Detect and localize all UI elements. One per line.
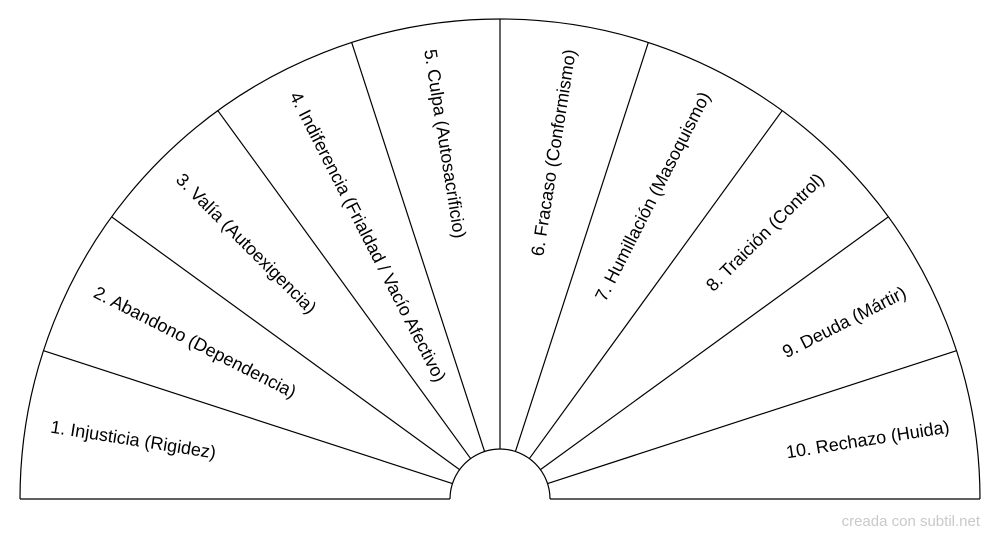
- sector-divider: [514, 42, 649, 452]
- center-hub-arc: [449, 448, 551, 500]
- sector-group: [19, 18, 981, 500]
- sector-label: 3. Valía (Autoexigencia): [172, 169, 320, 317]
- sector-divider: [528, 110, 783, 459]
- credit-watermark: creada con subtil.net: [841, 513, 980, 530]
- sector-label: 5. Culpa (Autosacrificio): [420, 48, 470, 240]
- sector-label: 7. Humillación (Masoquismo): [591, 88, 714, 304]
- sector-label: 10. Rechazo (Huida): [785, 417, 951, 463]
- sector-label: 9. Deuda (Mártir): [779, 282, 909, 362]
- sector-divider: [217, 110, 472, 459]
- sector-label: 1. Injusticia (Rigidez): [49, 417, 217, 463]
- sector-divider: [547, 350, 957, 485]
- sector-divider: [43, 350, 453, 485]
- sector-divider: [540, 216, 889, 471]
- sector-label: 4. Indiferencia (Frialdad / Vacío Afecti…: [286, 88, 450, 385]
- sector-divider: [111, 216, 460, 471]
- sector-divider: [351, 42, 486, 452]
- sector-label: 8. Traición (Control): [702, 169, 828, 295]
- sector-label: 2. Abandono (Dependencia): [91, 282, 300, 402]
- sector-label: 6. Fracaso (Conformismo): [527, 48, 579, 258]
